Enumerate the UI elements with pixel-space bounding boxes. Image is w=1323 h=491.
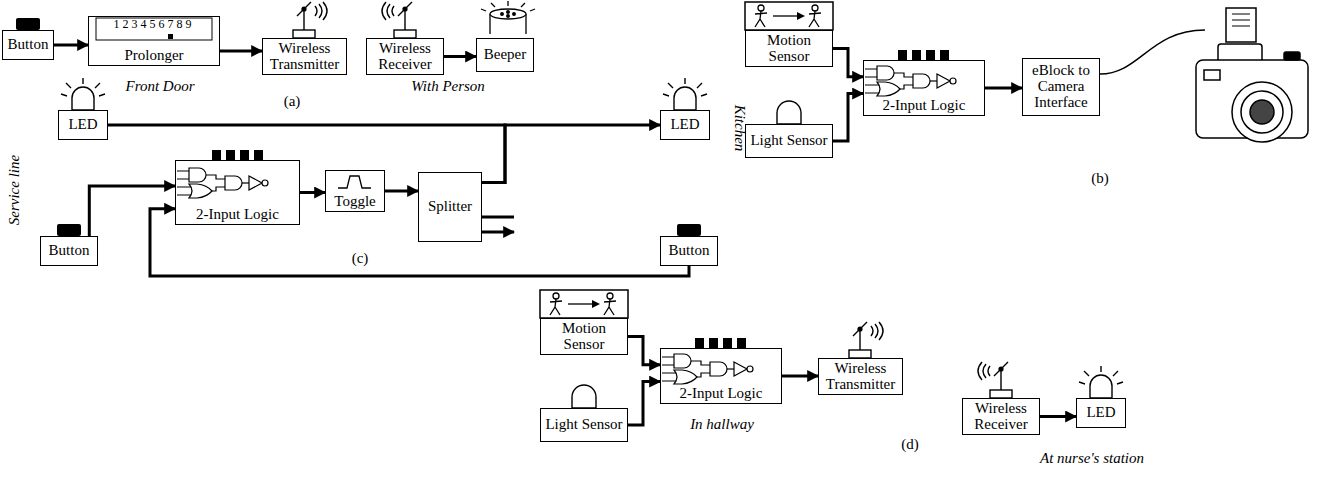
block-label: eBlock to Camera Interface: [1026, 63, 1096, 110]
signal-connector: [628, 337, 660, 365]
signal-connector: [108, 125, 505, 183]
led-block: LED: [1076, 398, 1126, 428]
location-note: In hallway: [690, 416, 754, 433]
logic-block: 2-Input Logic: [660, 348, 782, 404]
splitter-block: Splitter: [418, 172, 482, 242]
logic-pads: [212, 150, 263, 160]
button-cap: [57, 224, 81, 236]
beeper-block: Beeper: [476, 38, 534, 72]
block-label: 2-Input Logic: [680, 386, 763, 402]
logic-block: 2-Input Logic: [175, 160, 300, 225]
signal-connector: [628, 382, 660, 425]
transmitter-block: Wireless Transmitter: [262, 38, 347, 75]
panel-letter: (b): [1091, 170, 1109, 187]
block-label: Wireless Transmitter: [822, 361, 899, 393]
camera-illustration: [1196, 8, 1308, 142]
block-label: Toggle: [334, 194, 375, 210]
antenna-symbol: [293, 2, 327, 38]
block-label: Splitter: [428, 199, 472, 215]
logic-gates: [865, 66, 956, 96]
light-sensor-dome: [572, 385, 596, 408]
block-label: 2-Input Logic: [883, 98, 966, 114]
block-label: Wireless Receiver: [966, 401, 1036, 433]
sensor-block: Light Sensor: [540, 408, 628, 442]
motion-icon: [745, 2, 833, 30]
antenna-symbol: [849, 322, 883, 358]
block-label: Light Sensor: [545, 417, 622, 433]
block-label: LED: [1086, 405, 1115, 421]
receiver-block: Wireless Receiver: [962, 398, 1040, 435]
signal-connector: [300, 191, 325, 194]
location-note: Front Door: [125, 78, 194, 95]
block-label: Motion Sensor: [749, 33, 829, 65]
sensor-block: Motion Sensor: [540, 318, 628, 355]
antenna-symbol: [978, 362, 1012, 398]
antenna-symbol: [382, 2, 416, 38]
block-label: LED: [670, 117, 699, 133]
logic-block: 2-Input Logic: [863, 60, 985, 116]
signal-connector: [89, 186, 175, 236]
logic-gates: [177, 168, 268, 198]
signal-connector: [833, 94, 863, 141]
block-label: Beeper: [484, 47, 526, 63]
panel-letter: (d): [901, 436, 919, 453]
led-symbol: [61, 78, 105, 110]
light-sensor-dome: [777, 101, 801, 124]
signal-connector: [444, 55, 476, 58]
prolonger-display: [96, 18, 212, 40]
block-label: Prolonger: [124, 48, 183, 64]
location-note: At nurse's station: [1040, 450, 1144, 467]
toggle-symbol: [338, 176, 371, 188]
prolonger-block: 123456789Prolonger: [88, 16, 220, 66]
transmitter-block: Wireless Transmitter: [818, 358, 903, 395]
block-label: Wireless Transmitter: [266, 41, 343, 73]
led-symbol: [1079, 366, 1123, 398]
receiver-block: Wireless Receiver: [366, 38, 444, 75]
splitter-output: [482, 217, 514, 232]
signal-connector: [985, 87, 1022, 90]
location-note: With Person: [411, 78, 485, 95]
block-label: Button: [8, 37, 49, 53]
led-symbol: [663, 78, 707, 110]
signal-connector: [385, 190, 418, 193]
toggle-block: Toggle: [325, 170, 385, 212]
panel-letter: (a): [284, 93, 301, 110]
beeper-symbol: [481, 1, 535, 34]
block-label: 123456789: [114, 18, 195, 31]
sensor-block: Motion Sensor: [745, 30, 833, 67]
signal-connector: [782, 375, 818, 378]
logic-pads: [695, 338, 746, 348]
location-note: Service line: [6, 155, 23, 225]
button-cap: [16, 18, 40, 30]
camera-cable: [1100, 30, 1205, 74]
block-label: Motion Sensor: [544, 321, 624, 353]
button-block: Button: [2, 30, 54, 60]
button-cap: [677, 224, 701, 236]
block-label: Light Sensor: [750, 133, 827, 149]
logic-gates: [662, 354, 753, 384]
button-block: Button: [660, 236, 718, 266]
signal-connector: [220, 50, 262, 53]
block-label: Button: [49, 243, 90, 259]
button-block: Button: [40, 236, 98, 266]
panel-letter: (c): [352, 250, 369, 267]
block-label: LED: [68, 117, 97, 133]
interface-block: eBlock to Camera Interface: [1022, 58, 1100, 116]
location-note: Kitchen: [732, 105, 749, 152]
led-block: LED: [58, 110, 108, 140]
block-label: Wireless Receiver: [370, 41, 440, 73]
logic-pads: [898, 50, 949, 60]
prolonger-marker: [168, 34, 173, 39]
signal-connector: [833, 49, 863, 77]
signal-connector: [482, 125, 660, 183]
sensor-block: Light Sensor: [745, 124, 833, 158]
block-label: 2-Input Logic: [196, 207, 279, 223]
block-label: Button: [669, 243, 710, 259]
signal-connector: [1040, 415, 1076, 418]
led-block: LED: [660, 110, 710, 140]
motion-icon: [540, 290, 628, 318]
signal-connector: [54, 44, 88, 47]
